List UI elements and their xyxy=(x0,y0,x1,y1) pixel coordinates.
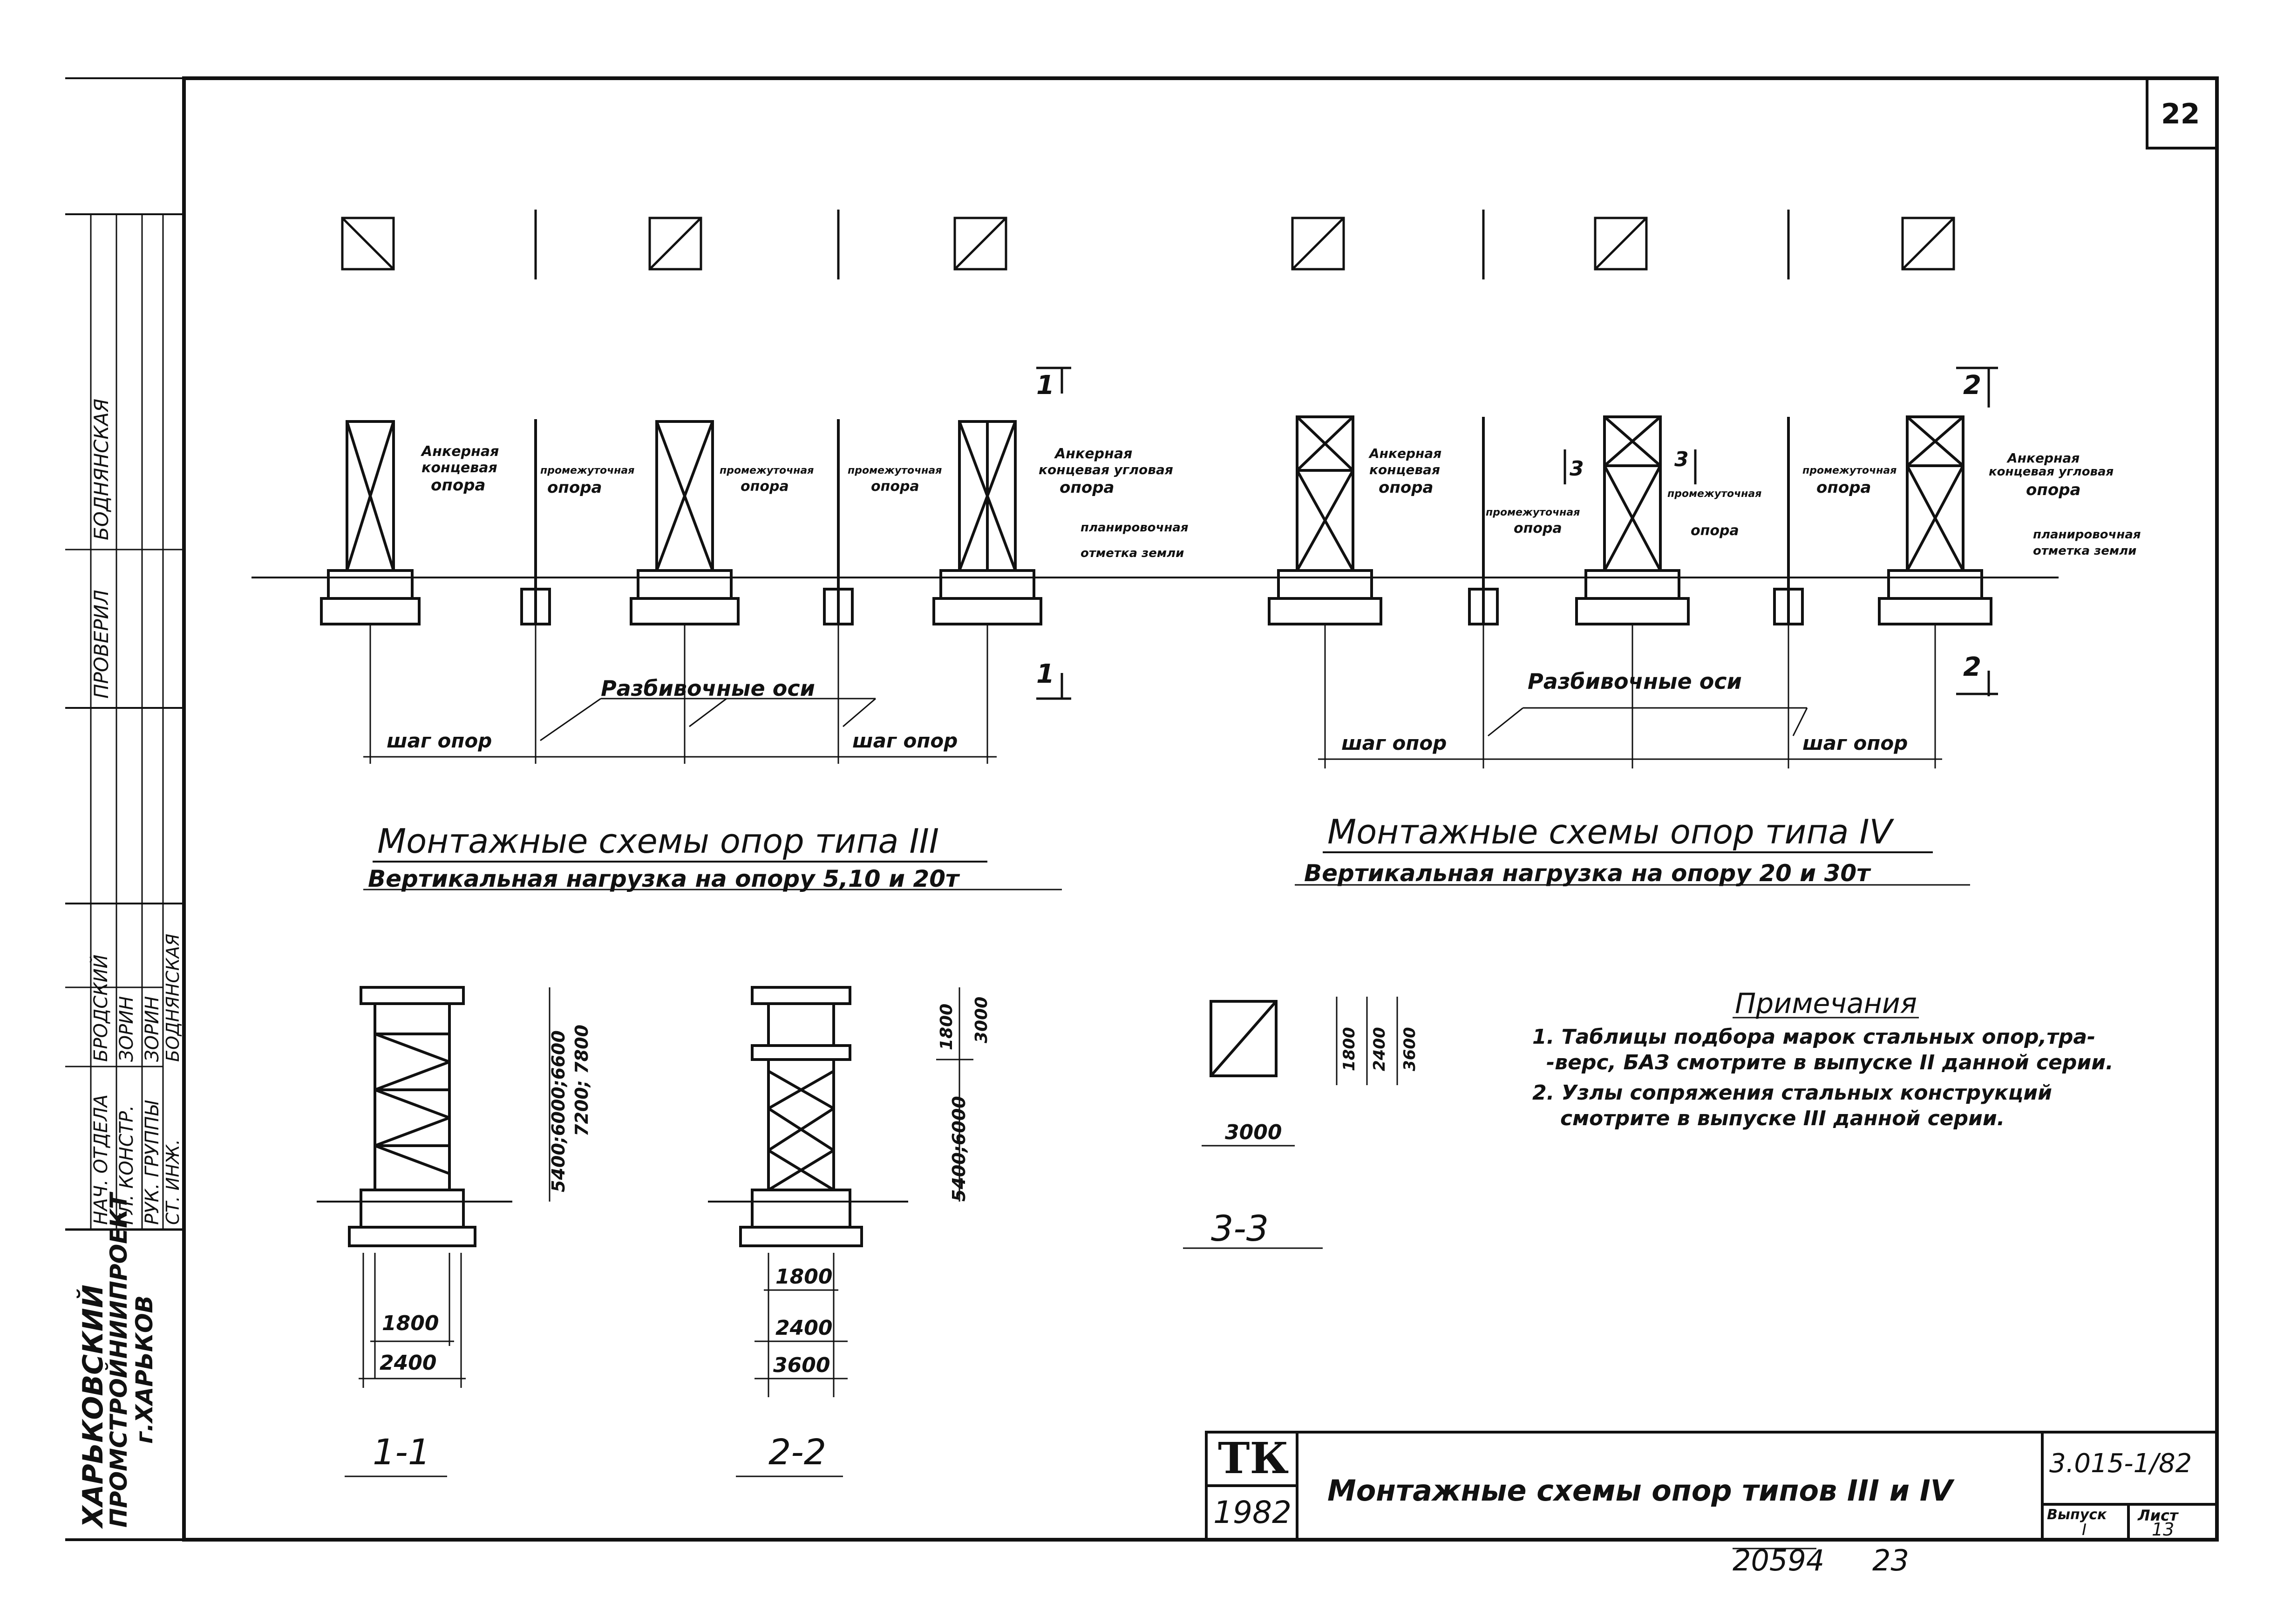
d4-intermediate3-l2: опора xyxy=(1816,478,1871,497)
d4-section3-mark-left: 3 xyxy=(1570,457,1584,481)
d3-intermediate1-l1: промежуточная xyxy=(540,465,635,476)
d3-anchor-end-l2: концевая xyxy=(421,460,497,476)
d4-anchor-end-l3: опора xyxy=(1379,478,1434,497)
archive-stamp-number: 20594 xyxy=(1733,1543,1825,1577)
name-head-dept: БРОДСКИЙ xyxy=(90,954,112,1062)
d4-section3-mark-right: 3 xyxy=(1674,448,1689,471)
notes-item-2: -верс, БАЗ смотрите в выпуске II данной … xyxy=(1546,1051,2114,1074)
name-senior-eng: БОДНЯНСКАЯ xyxy=(163,933,183,1062)
d3-step-right: шаг опор xyxy=(852,729,958,752)
d4-step-left: шаг опор xyxy=(1341,732,1447,754)
d4-anchor-corner-l3: опора xyxy=(2026,481,2081,499)
s22-dim-c: 3600 xyxy=(773,1353,830,1377)
d3-intermediate3-l2: опора xyxy=(871,478,919,495)
s33-dim-w: 3000 xyxy=(1225,1121,1282,1144)
name-group-lead: ЗОРИН xyxy=(142,996,163,1062)
org-name-line3: г.ХАРЬКОВ xyxy=(131,1295,158,1444)
page-number: 22 xyxy=(2161,98,2200,130)
notes-heading: Примечания xyxy=(1735,987,1917,1020)
d3-axes-label: Разбивочные оси xyxy=(601,676,815,701)
role-chief-designer: ГЛ. КОНСТР. xyxy=(116,1105,137,1225)
org-name-line2: ПРОМСТРОЙНИИПРОЕКТ xyxy=(105,1193,132,1528)
d4-anchor-corner-l1: Анкерная xyxy=(2007,450,2080,466)
role-senior-eng: СТ. ИНЖ. xyxy=(163,1139,183,1225)
role-group-lead: РУК. ГРУППЫ xyxy=(142,1101,163,1225)
s22-dim-a: 1800 xyxy=(775,1265,833,1289)
s22-label: 2-2 xyxy=(768,1431,827,1473)
d4-ground-l1: планировочная xyxy=(2033,528,2141,542)
title-block-logo: ТК xyxy=(1218,1433,1289,1483)
s33-dim-3: 3600 xyxy=(1400,1027,1419,1071)
d3-ground-l1: планировочная xyxy=(1081,521,1189,535)
org-name-line1: ХАРЬКОВСКИЙ xyxy=(77,1284,109,1528)
notes-item-1: 1. Таблицы подбора марок стальных опор,т… xyxy=(1532,1025,2096,1049)
title-block-issue-value: I xyxy=(2082,1521,2087,1539)
title-block-sheet-label: Лист xyxy=(2138,1507,2178,1524)
title-block-issue-label: Выпуск xyxy=(2047,1507,2107,1523)
s22-dim-b: 2400 xyxy=(775,1316,833,1340)
title-block-sheet-value: 13 xyxy=(2152,1519,2175,1540)
d3-anchor-end-l3: опора xyxy=(431,476,486,495)
name-chief-designer: ЗОРИН xyxy=(116,996,137,1062)
s11-dim-height2: 7200; 7800 xyxy=(571,1025,592,1136)
d3-section-mark-top: 1 xyxy=(1036,370,1054,401)
d3-anchor-end-l1: Анкерная xyxy=(421,443,499,460)
s11-dim-height: 5400;6000;6600 xyxy=(548,1030,569,1192)
d3-intermediate2-l2: опора xyxy=(741,478,789,495)
s33-dim-2: 2400 xyxy=(1370,1027,1389,1071)
d3-section-mark-bottom: 1 xyxy=(1036,659,1054,689)
d3-title: Монтажные схемы опор типа III xyxy=(377,822,939,861)
s22-dim-height: 5400;6000 xyxy=(949,1096,969,1202)
s33-label: 3-3 xyxy=(1211,1208,1269,1249)
d4-intermediate1-l1: промежуточная xyxy=(1486,507,1580,518)
s11-dim-b: 2400 xyxy=(380,1351,437,1375)
checked-name: БОДНЯНСКАЯ xyxy=(90,398,113,540)
d4-axes-label: Разбивочные оси xyxy=(1528,669,1742,694)
d3-step-left: шаг опор xyxy=(387,729,492,752)
s11-label: 1-1 xyxy=(373,1431,431,1473)
d4-title: Монтажные схемы опор типа IV xyxy=(1327,812,1892,851)
d3-intermediate3-l1: промежуточная xyxy=(848,465,942,476)
d4-step-right: шаг опор xyxy=(1802,732,1908,754)
archive-stamp-page: 23 xyxy=(1872,1543,1909,1577)
title-block-year: 1982 xyxy=(1213,1495,1292,1530)
d4-ground-l2: отметка земли xyxy=(2033,544,2137,558)
d3-intermediate1-l2: опора xyxy=(547,478,602,497)
s22-dim-top2: 3000 xyxy=(972,996,991,1043)
d4-intermediate2-l1: промежуточная xyxy=(1667,488,1762,500)
d4-intermediate1-l2: опора xyxy=(1514,520,1562,537)
d4-section-mark-bottom: 2 xyxy=(1963,652,1981,682)
d3-anchor-corner-l1: Анкерная xyxy=(1055,446,1133,462)
d4-anchor-corner-l2: концевая угловая xyxy=(1989,465,2114,479)
d4-section-mark-top: 2 xyxy=(1963,370,1981,401)
notes-item-4: смотрите в выпуске III данной серии. xyxy=(1560,1107,2005,1130)
d4-intermediate3-l1: промежуточная xyxy=(1802,465,1897,476)
d3-anchor-corner-l2: концевая угловая xyxy=(1039,462,1173,477)
title-block-series: 3.015-1/82 xyxy=(2049,1448,2192,1479)
d3-intermediate2-l1: промежуточная xyxy=(720,465,814,476)
checked-label: ПРОВЕРИЛ xyxy=(90,590,113,699)
d3-anchor-corner-l3: опора xyxy=(1060,478,1115,497)
title-block-title: Монтажные схемы опор типов III и IV xyxy=(1327,1474,1953,1508)
d4-intermediate2-l2: опора xyxy=(1691,523,1739,539)
notes-item-3: 2. Узлы сопряжения стальных конструкций xyxy=(1532,1081,2052,1105)
role-head-dept: НАЧ. ОТДЕЛА xyxy=(90,1094,112,1225)
s33-dim-1: 1800 xyxy=(1340,1027,1359,1071)
s11-dim-a: 1800 xyxy=(382,1311,439,1335)
d4-anchor-end-l1: Анкерная xyxy=(1369,446,1442,461)
d3-subtitle: Вертикальная нагрузка на опору 5,10 и 20… xyxy=(368,865,959,892)
d3-ground-l2: отметка земли xyxy=(1081,546,1184,560)
s22-dim-top1: 1800 xyxy=(937,1003,956,1050)
d4-anchor-end-l2: концевая xyxy=(1369,462,1440,477)
d4-subtitle: Вертикальная нагрузка на опору 20 и 30т xyxy=(1304,860,1870,887)
